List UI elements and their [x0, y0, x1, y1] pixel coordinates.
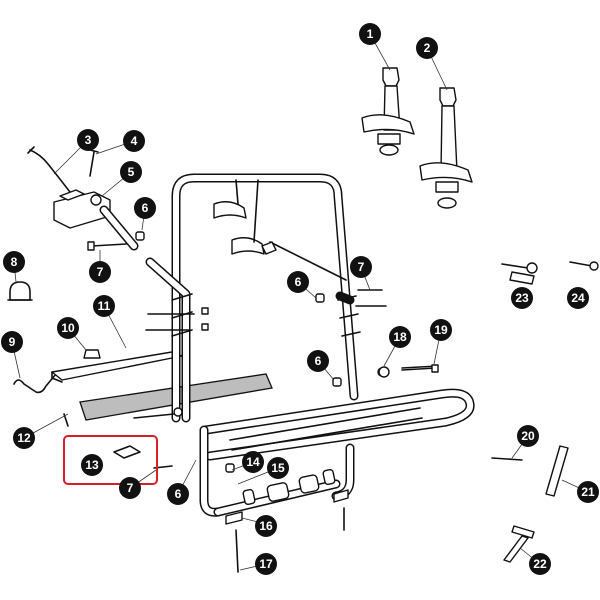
callout-badge-16: 16 — [255, 515, 277, 537]
callout-badge-7a: 7 — [89, 261, 111, 283]
nut-part-6d — [225, 463, 235, 473]
main-frame — [145, 173, 361, 423]
svg-text:20: 20 — [521, 429, 535, 443]
bolt-part-17 — [235, 507, 345, 573]
callout-badge-6d: 6 — [167, 483, 189, 505]
nut-part-6c — [332, 377, 342, 387]
svg-text:12: 12 — [17, 431, 31, 445]
svg-text:7: 7 — [97, 265, 104, 279]
callout-badge-21: 21 — [577, 481, 599, 503]
svg-text:8: 8 — [11, 255, 18, 269]
bolt-part-7b — [355, 289, 387, 307]
svg-text:5: 5 — [128, 165, 135, 179]
svg-text:21: 21 — [581, 485, 595, 499]
tool-part-22 — [503, 525, 535, 563]
svg-text:6: 6 — [315, 354, 322, 368]
callout-badge-17: 17 — [255, 553, 277, 575]
svg-text:24: 24 — [571, 291, 585, 305]
washer-part-18 — [378, 366, 390, 378]
svg-text:3: 3 — [85, 133, 92, 147]
callout-badge-9: 9 — [1, 331, 23, 353]
bracket-part-5 — [53, 189, 139, 251]
svg-text:18: 18 — [393, 330, 407, 344]
highlight-box-part-13 — [63, 435, 158, 485]
callout-badge-14: 14 — [242, 451, 264, 473]
tool-part-21 — [545, 445, 569, 497]
wire-part-9 — [13, 371, 63, 394]
svg-text:23: 23 — [515, 291, 529, 305]
callout-badge-7c: 7 — [119, 477, 141, 499]
callout-badge-1: 1 — [359, 23, 381, 45]
callout-badge-22: 22 — [529, 553, 551, 575]
callout-badge-15: 15 — [267, 457, 289, 479]
callout-badge-8: 8 — [3, 251, 25, 273]
svg-text:14: 14 — [246, 455, 260, 469]
callout-badge-3: 3 — [77, 129, 99, 151]
plate-part-11 — [51, 351, 183, 383]
svg-text:16: 16 — [259, 519, 273, 533]
callout-badge-6a: 6 — [134, 197, 156, 219]
svg-text:15: 15 — [271, 461, 285, 475]
frame-clamp-1 — [361, 67, 415, 156]
callout-badge-10: 10 — [57, 317, 79, 339]
callout-badge-19: 19 — [430, 319, 452, 341]
callout-badge-23: 23 — [511, 287, 533, 309]
svg-text:6: 6 — [175, 487, 182, 501]
callout-badge-24: 24 — [567, 287, 589, 309]
strap-part-3 — [27, 146, 79, 197]
callout-badge-13: 13 — [81, 454, 103, 476]
nut-part-6a — [135, 231, 145, 241]
callout-badge-2: 2 — [416, 37, 438, 59]
key-part-24 — [569, 261, 599, 271]
callout-badge-4: 4 — [123, 130, 145, 152]
svg-text:6: 6 — [142, 201, 149, 215]
callout-badge-11: 11 — [93, 295, 115, 317]
callout-badge-12: 12 — [13, 427, 35, 449]
bolt-part-19 — [401, 364, 439, 373]
bracket-part-16 — [225, 489, 349, 525]
svg-text:11: 11 — [98, 299, 111, 313]
knob-part-10 — [83, 349, 101, 359]
callout-badge-20: 20 — [517, 425, 539, 447]
svg-text:1: 1 — [367, 27, 374, 41]
clip-part-8 — [7, 281, 33, 301]
svg-text:7: 7 — [358, 260, 365, 274]
svg-text:22: 22 — [533, 557, 547, 571]
frame-clamp-2 — [419, 87, 473, 209]
svg-text:6: 6 — [295, 275, 302, 289]
strip-part-12 — [63, 373, 273, 427]
svg-text:2: 2 — [424, 41, 431, 55]
callout-badge-7b: 7 — [350, 256, 372, 278]
svg-text:13: 13 — [85, 458, 99, 472]
callout-badge-6c: 6 — [307, 350, 329, 372]
key-part-23 — [501, 262, 538, 285]
pin-part-20 — [491, 457, 523, 461]
callout-badges: 1 2 3 4 5 6 6 6 6 7 7 7 8 9 10 11 12 13 … — [1, 23, 599, 575]
nut-part-6b — [315, 293, 325, 303]
callout-badge-18: 18 — [389, 326, 411, 348]
bolt-part-7a — [87, 241, 127, 251]
svg-text:19: 19 — [434, 323, 448, 337]
svg-text:17: 17 — [259, 557, 273, 571]
svg-text:7: 7 — [127, 481, 134, 495]
callout-badge-6b: 6 — [287, 271, 309, 293]
svg-text:4: 4 — [131, 134, 138, 148]
callout-badge-5: 5 — [120, 161, 142, 183]
svg-text:10: 10 — [61, 321, 75, 335]
svg-text:9: 9 — [9, 335, 16, 349]
